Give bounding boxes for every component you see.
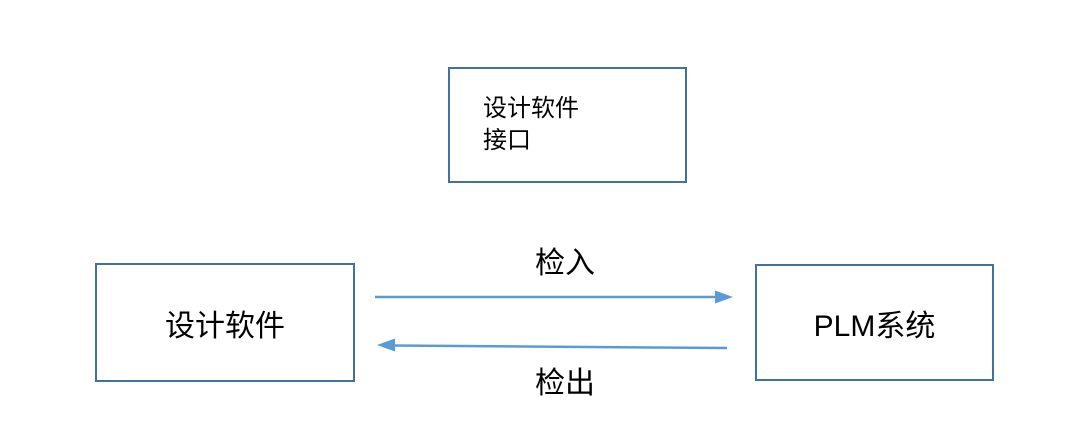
node-plm-system: PLM系统 — [755, 264, 994, 381]
node-design-software: 设计软件 — [95, 263, 355, 382]
node-label-line1: 设计软件 — [483, 95, 579, 122]
node-label: 设计软件 — [165, 309, 285, 343]
node-label-line2: 接口 — [483, 127, 531, 154]
check-out-arrow — [377, 338, 728, 352]
right-arrowhead-icon — [715, 290, 733, 304]
node-label: PLM系统 — [813, 309, 936, 343]
node-design-software-interface: 设计软件 接口 — [448, 67, 687, 183]
check-in-arrow — [375, 290, 733, 304]
check-in-label: 检入 — [535, 247, 595, 280]
left-arrowhead-icon — [377, 338, 395, 352]
check-out-label: 检出 — [535, 367, 595, 400]
node-label: 设计软件 接口 — [483, 93, 579, 157]
